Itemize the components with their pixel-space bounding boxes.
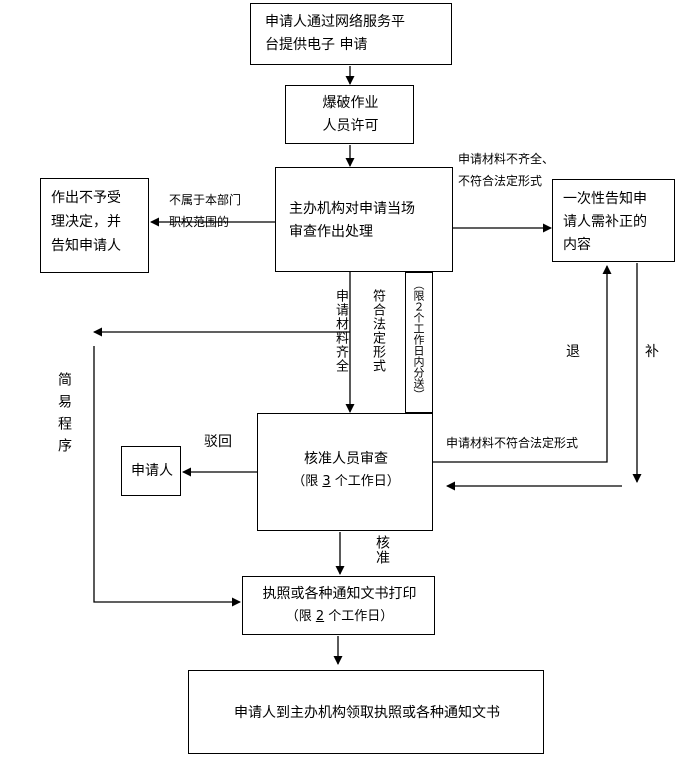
- node-onsite-review: 主办机构对申请当场 审查作出处理: [275, 167, 453, 272]
- node-notify-correction-line1: 一次性告知申: [563, 191, 647, 207]
- print-limit-number: 2: [315, 609, 325, 624]
- label-reject: 驳回: [204, 434, 232, 450]
- label-materials-complete: 申请材料齐全: [333, 289, 348, 373]
- node-applicant: 申请人: [121, 446, 181, 496]
- label-incomplete-line1: 申请材料不齐全、: [458, 152, 555, 166]
- node-online-application-line1: 申请人通过网络服务平: [265, 14, 405, 30]
- node-blasting-permit-line1: 爆破作业: [322, 95, 379, 111]
- label-incomplete-line2: 不符合法定形式: [458, 174, 543, 188]
- node-notify-correction-line2: 请人需补正的: [563, 214, 647, 230]
- label-return: 退: [566, 344, 580, 360]
- node-print-documents: 执照或各种通知文书打印 （限 2 个工作日）: [242, 576, 435, 635]
- label-approve: 核准: [374, 535, 390, 565]
- node-verify-review-limit: （限 3 个工作日）: [258, 471, 434, 493]
- node-online-application: 申请人通过网络服务平 台提供电子 申请: [250, 3, 452, 65]
- verify-limit-number: 3: [322, 474, 331, 489]
- label-not-in-scope-line2: 职权范围的: [169, 215, 230, 229]
- node-blasting-permit-line2: 人员许可: [322, 118, 379, 134]
- label-supplement: 补: [645, 344, 659, 360]
- node-verify-review-title: 核准人员审查: [304, 451, 388, 467]
- node-reject-decision: 作出不予受 理决定，并 告知申请人: [40, 178, 149, 273]
- node-reject-decision-line3: 告知申请人: [51, 238, 121, 254]
- verify-limit-prefix: （限: [292, 474, 323, 489]
- node-reject-decision-line1: 作出不予受: [51, 190, 121, 206]
- node-collect-documents-label: 申请人到主办机构领取执照或各种通知文书: [234, 705, 500, 721]
- label-not-in-scope-line1: 不属于本部门: [169, 193, 242, 207]
- label-legal-form: 符合法定形式: [370, 289, 385, 373]
- node-verify-review: 核准人员审查 （限 3 个工作日）: [257, 413, 433, 531]
- node-applicant-label: 申请人: [131, 463, 173, 479]
- node-online-application-line2: 台提供电子 申请: [265, 37, 368, 53]
- node-collect-documents: 申请人到主办机构领取执照或各种通知文书: [188, 670, 544, 754]
- node-onsite-review-line2: 审查作出处理: [289, 224, 373, 240]
- node-notify-correction-line3: 内容: [563, 237, 591, 253]
- print-limit-suffix: 个工作日）: [324, 609, 394, 624]
- node-notify-correction: 一次性告知申 请人需补正的 内容: [552, 179, 675, 262]
- label-not-legal-form: 申请材料不符合法定形式: [446, 436, 579, 450]
- verify-limit-suffix: 个工作日）: [330, 474, 400, 489]
- node-reject-decision-line2: 理决定，并: [51, 214, 121, 230]
- node-print-documents-title: 执照或各种通知文书打印: [262, 586, 417, 602]
- print-limit-prefix: （限: [285, 609, 316, 624]
- distribute-limit-label: （限２个工作日内分送）: [412, 279, 425, 400]
- label-simple-procedure: 简易程序: [56, 372, 72, 460]
- node-distribute-limit: （限２个工作日内分送）: [405, 272, 433, 413]
- node-onsite-review-line1: 主办机构对申请当场: [289, 201, 415, 217]
- node-blasting-permit: 爆破作业 人员许可: [285, 85, 414, 144]
- node-print-documents-limit: （限 2 个工作日）: [243, 606, 436, 628]
